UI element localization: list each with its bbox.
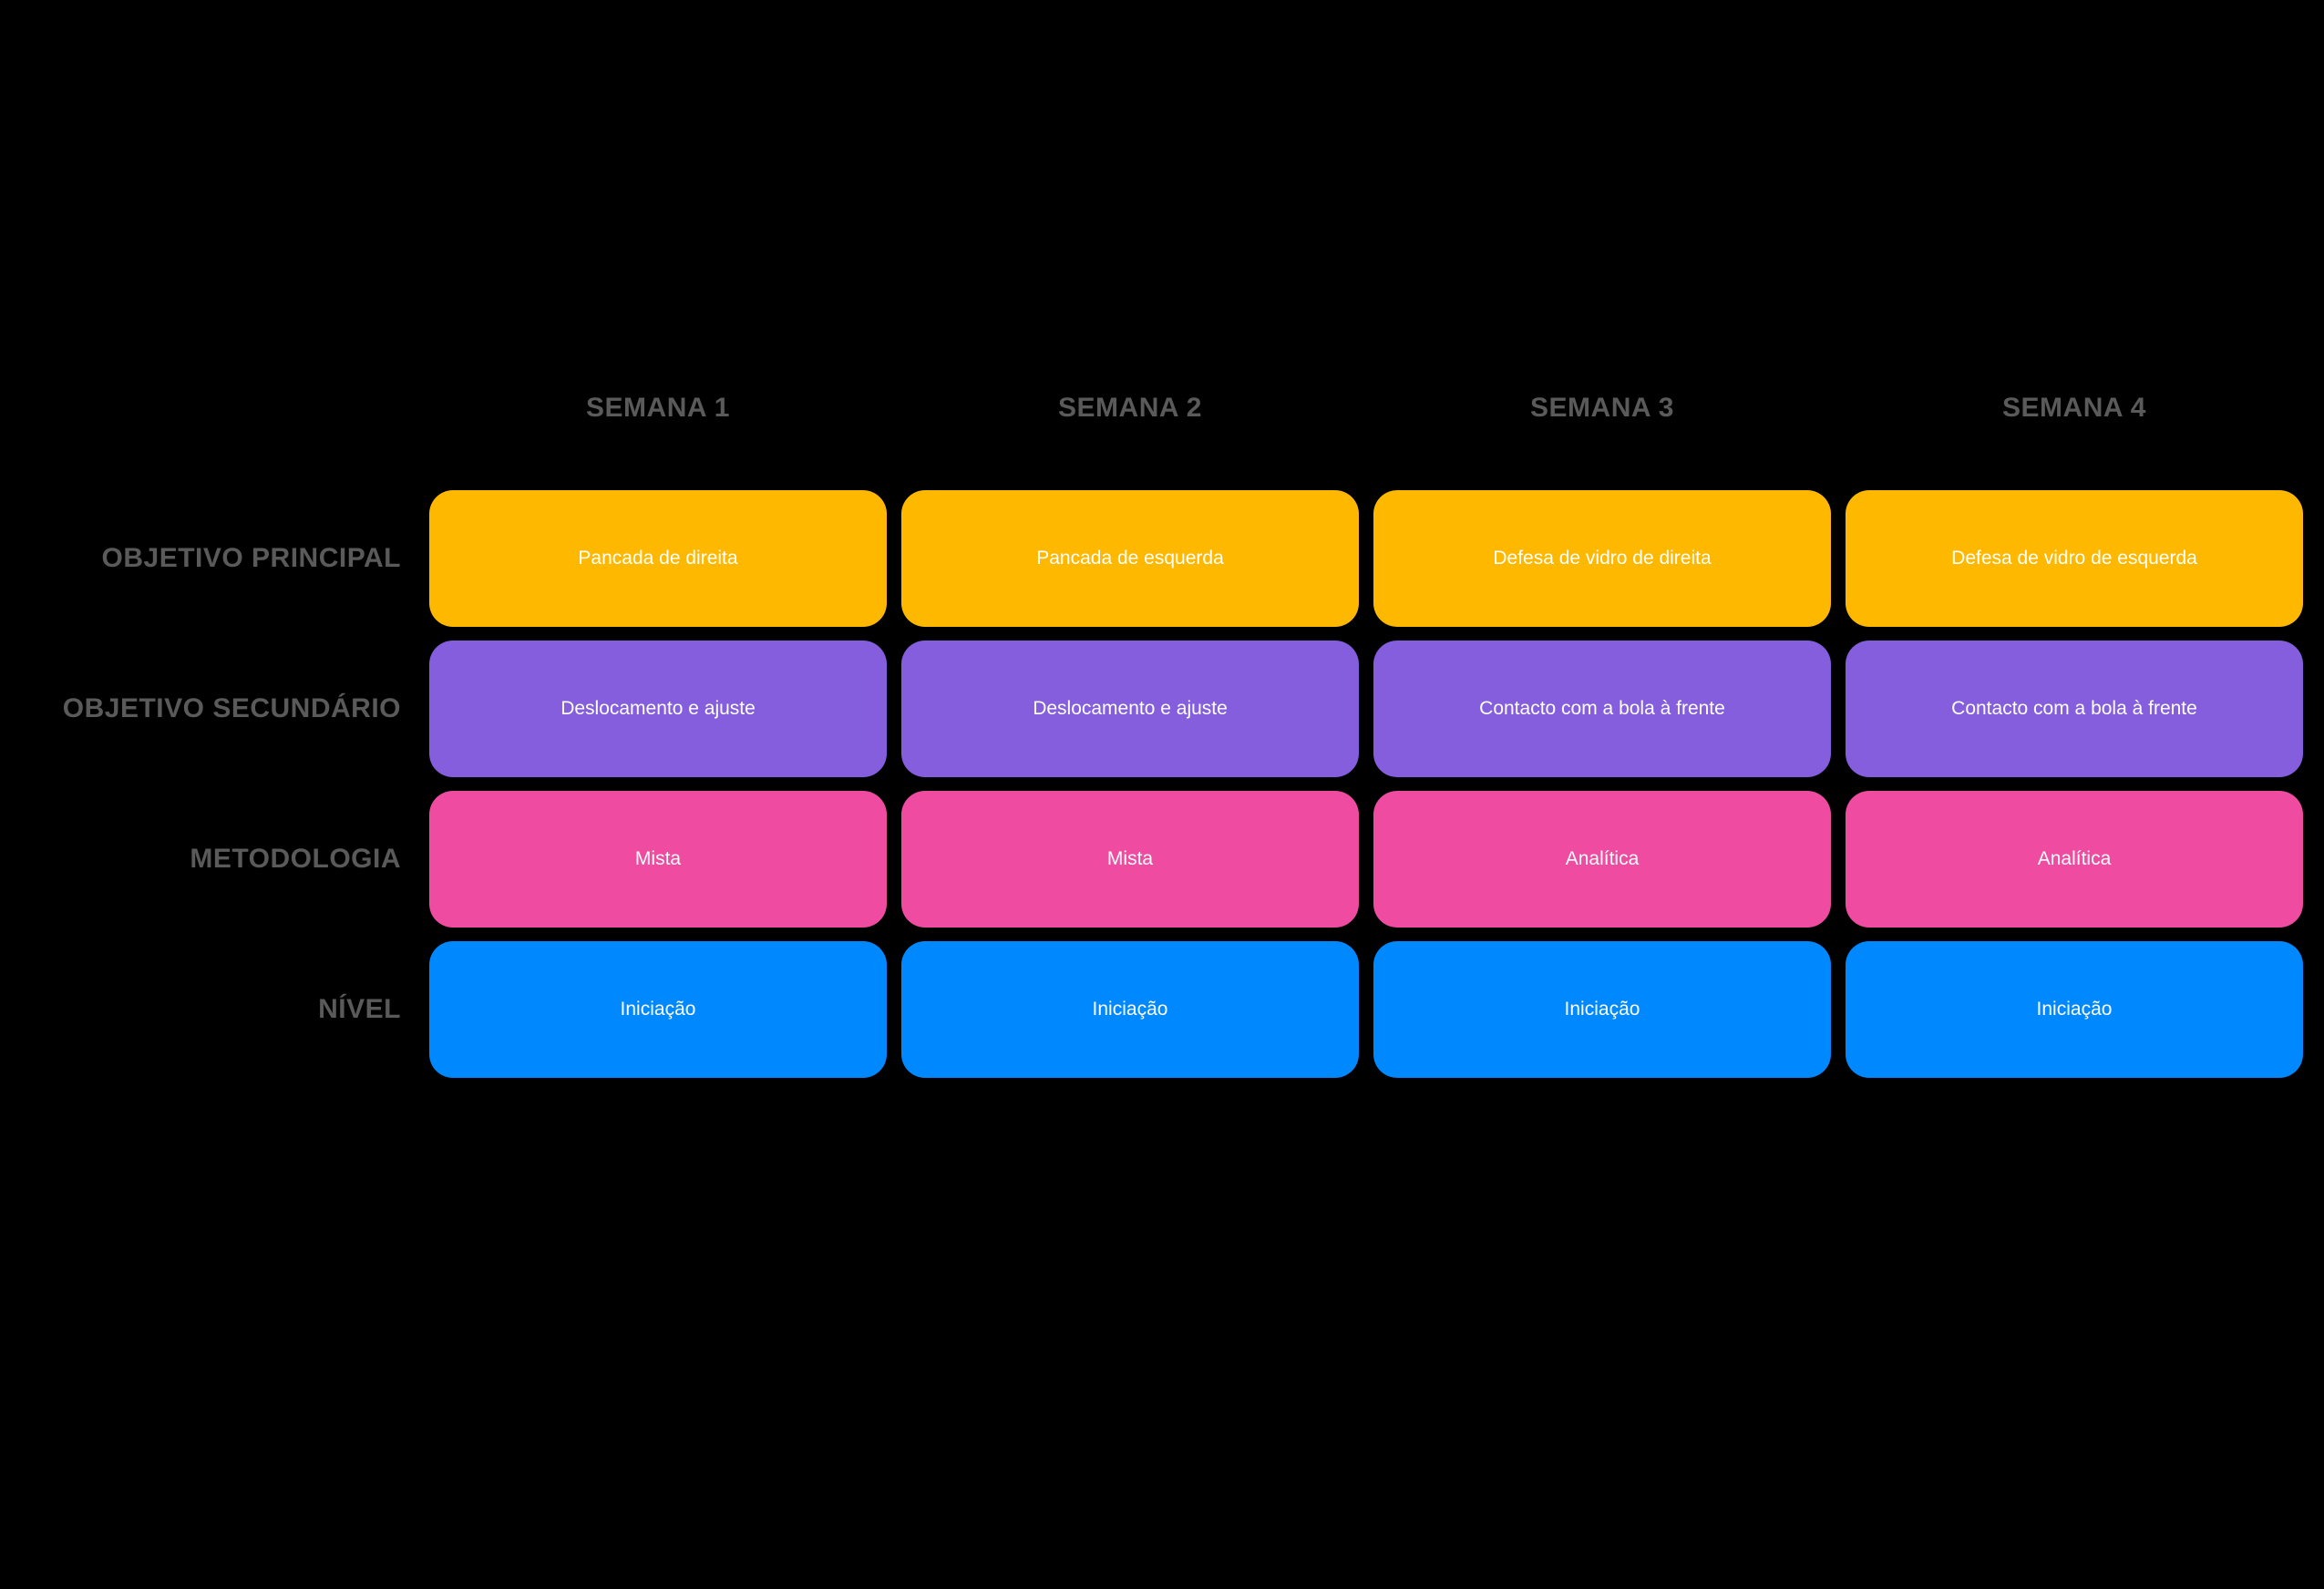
cell-objetivo-secundario-semana-4: Contacto com a bola à frente [1846,641,2303,777]
week-header-1: SEMANA 1 [586,393,730,423]
cell-objetivo-secundario-semana-1: Deslocamento e ajuste [429,641,887,777]
cell-objetivo-secundario-semana-3: Contacto com a bola à frente [1373,641,1831,777]
cell-metodologia-semana-3: Analítica [1373,791,1831,928]
cell-nivel-semana-1: Iniciação [429,941,887,1078]
cell-metodologia-semana-2: Mista [901,791,1359,928]
cell-objetivo-principal-semana-4: Defesa de vidro de esquerda [1846,490,2303,627]
cell-objetivo-principal-semana-3: Defesa de vidro de direita [1373,490,1831,627]
week-header-3: SEMANA 3 [1530,393,1674,423]
row-label-objetivo-secundario: OBJETIVO SECUNDÁRIO [62,693,401,723]
cell-objetivo-principal-semana-1: Pancada de direita [429,490,887,627]
cell-metodologia-semana-4: Analítica [1846,791,2303,928]
row-label-nivel: NÍVEL [318,994,401,1024]
cell-objetivo-principal-semana-2: Pancada de esquerda [901,490,1359,627]
cell-metodologia-semana-1: Mista [429,791,887,928]
cell-objetivo-secundario-semana-2: Deslocamento e ajuste [901,641,1359,777]
row-label-objetivo-principal: OBJETIVO PRINCIPAL [101,543,401,573]
row-label-metodologia: METODOLOGIA [190,844,401,874]
cell-nivel-semana-2: Iniciação [901,941,1359,1078]
cell-nivel-semana-3: Iniciação [1373,941,1831,1078]
cell-nivel-semana-4: Iniciação [1846,941,2303,1078]
week-header-2: SEMANA 2 [1058,393,1202,423]
week-header-4: SEMANA 4 [2002,393,2146,423]
